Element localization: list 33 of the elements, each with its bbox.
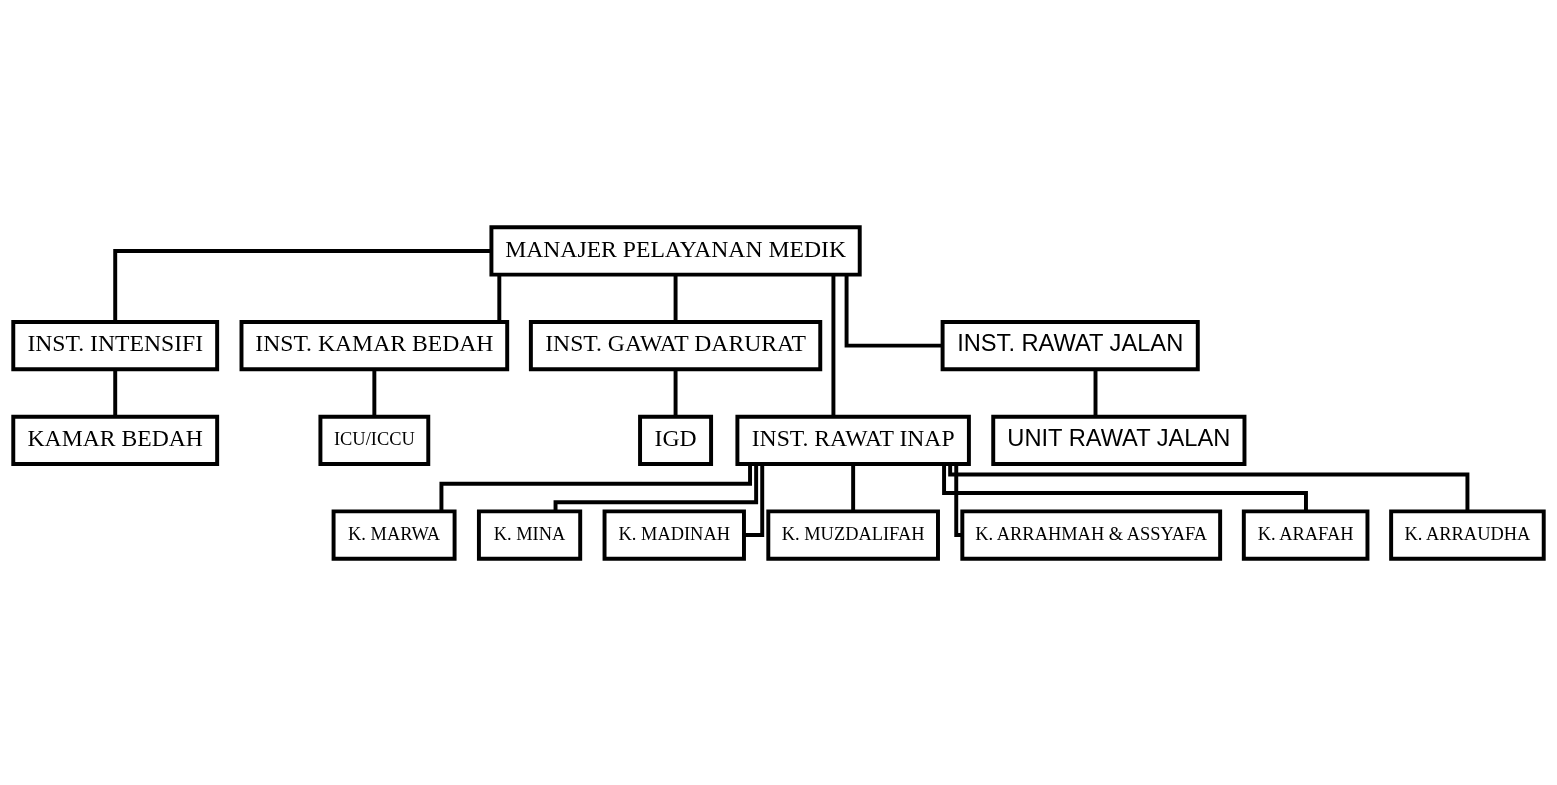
connector xyxy=(744,463,765,537)
connector xyxy=(1093,369,1098,416)
connector xyxy=(553,463,759,511)
connector xyxy=(113,369,118,416)
node-box: K. MUZDALIFAH xyxy=(766,508,940,561)
node-box: UNIT RAWAT JALAN xyxy=(991,414,1247,466)
node-box: INST. RAWAT INAP xyxy=(735,414,971,466)
node-box: K. ARAFAH xyxy=(1241,508,1370,561)
connector xyxy=(851,463,856,511)
node-box: MANAJER PELAYANAN MEDIK xyxy=(489,224,862,277)
connector xyxy=(497,274,502,321)
node-box: INST. INTENSIFI xyxy=(11,319,220,371)
node-box: K. ARRAUDHA xyxy=(1389,508,1546,561)
node-box: ICU/ICCU xyxy=(318,414,431,466)
connector xyxy=(439,463,753,511)
connector xyxy=(113,248,492,322)
connector xyxy=(673,369,678,416)
connector xyxy=(942,463,1308,511)
node-box: K. MINA xyxy=(476,508,583,561)
connector xyxy=(673,274,678,321)
node-box: INST. KAMAR BEDAH xyxy=(239,319,510,371)
node-box: INST. RAWAT JALAN xyxy=(940,319,1200,371)
node-box: K. ARRAHMAH & ASSYAFA xyxy=(960,508,1223,561)
node-box: IGD xyxy=(638,414,714,466)
connector xyxy=(844,274,943,348)
node-box: INST. GAWAT DARURAT xyxy=(528,319,823,371)
connector xyxy=(948,463,1470,511)
node-box: KAMAR BEDAH xyxy=(11,414,220,466)
connector xyxy=(954,463,963,537)
node-box: K. MADINAH xyxy=(602,508,746,561)
connector xyxy=(372,369,377,416)
node-box: K. MARWA xyxy=(331,508,457,561)
connector xyxy=(831,274,836,417)
